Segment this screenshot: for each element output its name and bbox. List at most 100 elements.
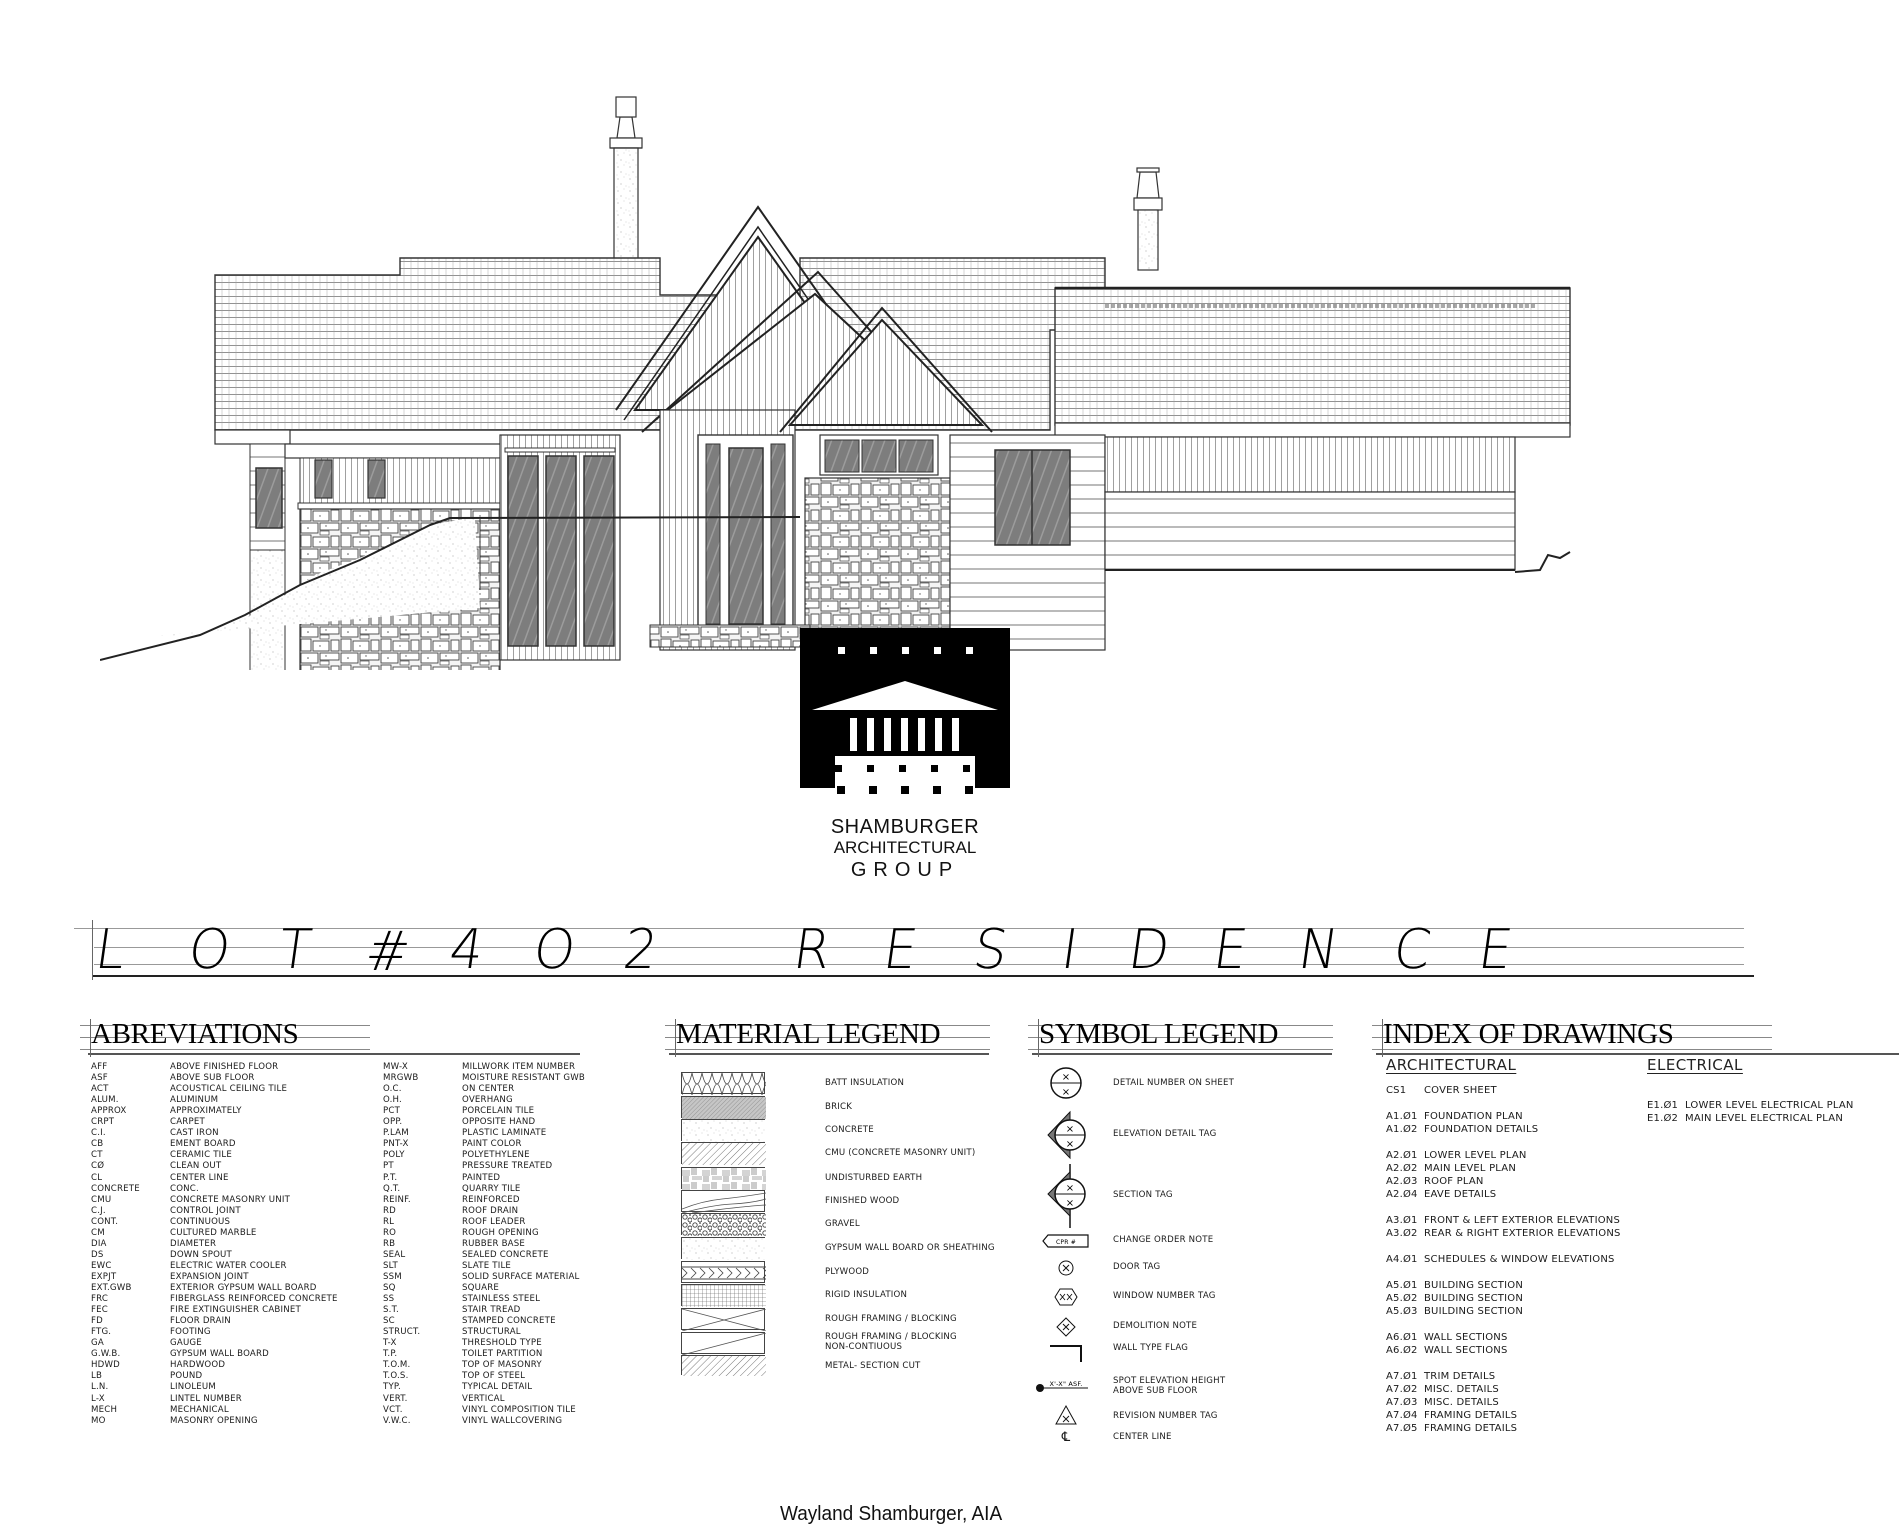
abbreviation-code: SQ	[383, 1283, 396, 1293]
sheet-title: BUILDING SECTION	[1424, 1293, 1524, 1304]
abbreviation-meaning: EXTERIOR GYPSUM WALL BOARD	[170, 1283, 317, 1293]
abbreviation-code: RO	[383, 1227, 397, 1238]
abbreviations-heading-block: ABREVIATIONS	[80, 1015, 580, 1057]
sheet-title: SCHEDULES & WINDOW ELEVATIONS	[1424, 1254, 1615, 1265]
material-legend-row: GRAVEL	[681, 1213, 1021, 1236]
abbreviation-meaning: PAINT COLOR	[462, 1139, 522, 1150]
abbreviation-meaning: MILLWORK ITEM NUMBER	[462, 1062, 576, 1072]
firm-name-line2: ARCHITECTURAL	[833, 838, 977, 857]
abbreviation-code: FTG.	[91, 1327, 112, 1338]
abbreviation-meaning: LINOLEUM	[170, 1382, 217, 1393]
material-label: PLYWOOD	[825, 1267, 870, 1277]
abbreviation-code: ASF	[91, 1073, 108, 1084]
sheet-number: A7.Ø2	[1386, 1384, 1418, 1395]
sheet-number: A6.Ø2	[1386, 1345, 1418, 1356]
abbreviation-row: G.W.B.GYPSUM WALL BOARD	[91, 1349, 391, 1360]
detail-number-icon: ××	[1036, 1065, 1096, 1101]
sheet-title: EAVE DETAILS	[1424, 1189, 1497, 1200]
abbreviation-meaning: FIRE EXTINGUISHER CABINET	[170, 1305, 301, 1316]
abbreviation-meaning: ELECTRIC WATER COOLER	[170, 1260, 287, 1271]
abbreviation-meaning: MOISTURE RESISTANT GWB	[462, 1073, 586, 1084]
sheet-title: MAIN LEVEL PLAN	[1424, 1163, 1517, 1174]
index-of-drawings-heading: INDEX OF DRAWINGS	[1383, 1018, 1674, 1050]
abbreviation-meaning: PAINTED	[462, 1172, 501, 1183]
sheet-title: MISC. DETAILS	[1424, 1384, 1499, 1395]
abbreviation-code: DIA	[91, 1238, 107, 1249]
abbreviation-row: C.J.CONTROL JOINT	[91, 1206, 391, 1217]
svg-text:×: ×	[1066, 1198, 1075, 1209]
sheet-number: A1.Ø2	[1386, 1124, 1418, 1135]
abbreviation-meaning: POLYETHYLENE	[462, 1150, 530, 1161]
abbreviation-code: CØ	[91, 1161, 105, 1172]
sheet-number: A6.Ø1	[1386, 1332, 1418, 1343]
plywood-swatch-icon	[681, 1261, 766, 1283]
abbreviation-code: CMU	[91, 1194, 112, 1205]
sheet-number: A5.Ø1	[1386, 1280, 1418, 1291]
title-letter: T	[274, 918, 316, 982]
abbreviation-meaning: CERAMIC TILE	[170, 1150, 233, 1161]
material-legend-row: CONCRETE	[681, 1119, 1021, 1142]
abbreviation-code: FEC	[91, 1305, 108, 1316]
sheet-number: A5.Ø3	[1386, 1306, 1418, 1317]
title-letter: E	[1474, 918, 1517, 982]
symbol-legend-heading: SYMBOL LEGEND	[1039, 1018, 1279, 1050]
spot-elevation-icon: X'-X" ASF.	[1032, 1374, 1102, 1398]
abbreviation-code: V.W.C.	[383, 1415, 411, 1426]
firm-name-line1: SHAMBURGER	[830, 816, 980, 838]
gypsum-swatch-icon	[681, 1237, 766, 1260]
abbreviation-meaning: PORCELAIN TILE	[462, 1106, 535, 1117]
symbol-label: CENTER LINE	[1113, 1432, 1172, 1442]
abbreviation-meaning: VINYL COMPOSITION TILE	[462, 1404, 576, 1415]
abbreviation-row: Q.T.QUARRY TILE	[383, 1184, 683, 1195]
abbreviation-row: VCT.VINYL COMPOSITION TILE	[383, 1405, 683, 1416]
abbreviation-code: AFF	[91, 1062, 108, 1072]
abbreviation-row: REINF.REINFORCED	[383, 1195, 683, 1206]
abbreviation-code: CONT.	[91, 1216, 119, 1227]
abbreviation-code: RD	[383, 1205, 396, 1216]
svg-text:×: ×	[1066, 1139, 1075, 1150]
abbreviation-code: RB	[383, 1238, 396, 1249]
abbreviation-meaning: ABOVE FINISHED FLOOR	[170, 1062, 279, 1072]
title-letter: L	[91, 918, 130, 982]
title-letter: O	[529, 918, 580, 982]
abbreviation-row: STRUCT.STRUCTURAL	[383, 1327, 683, 1338]
abbreviation-meaning: STRUCTURAL	[462, 1327, 521, 1338]
sheet-title: BUILDING SECTION	[1424, 1280, 1524, 1291]
house-elevation-drawing	[99, 80, 1800, 730]
change-order-icon: CPR #	[1036, 1232, 1096, 1250]
symbol-row-door-tag: DOOR TAG	[1036, 1258, 1336, 1278]
abbreviation-code: VERT.	[383, 1393, 408, 1404]
abbreviation-row: VERT.VERTICAL	[383, 1394, 683, 1405]
symbol-label: WALL TYPE FLAG	[1113, 1343, 1189, 1353]
abbreviation-code: L-X	[91, 1393, 105, 1404]
abbreviation-code: SC	[383, 1316, 395, 1327]
sheet-number: A3.Ø1	[1386, 1215, 1418, 1226]
abbreviation-meaning: DOWN SPOUT	[170, 1249, 232, 1260]
svg-text:X'-X" ASF.: X'-X" ASF.	[1049, 1380, 1082, 1388]
sheet-number: A7.Ø5	[1386, 1423, 1418, 1434]
sheet-title: TRIM DETAILS	[1424, 1371, 1496, 1382]
abbreviation-meaning: TOP OF MASONRY	[462, 1360, 542, 1371]
abbreviation-meaning: EXPANSION JOINT	[170, 1271, 249, 1282]
